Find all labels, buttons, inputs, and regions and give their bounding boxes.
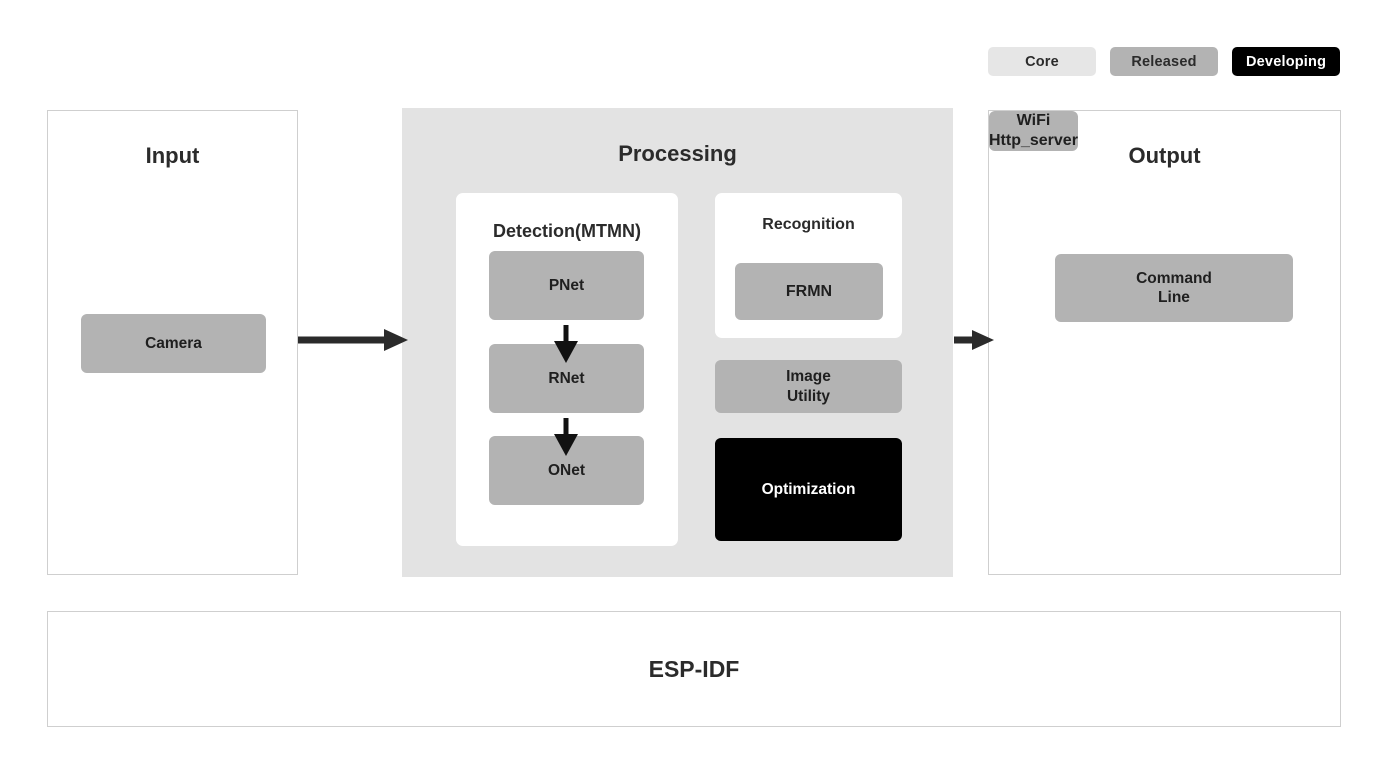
box-camera: Camera [81, 314, 266, 373]
footer-label: ESP-IDF [648, 655, 740, 682]
arrow-rnet-to-onet-icon [554, 418, 578, 456]
box-pnet: PNet [489, 251, 644, 320]
panel-processing-title: Processing [618, 141, 737, 166]
panel-output-title: Output [1128, 143, 1201, 168]
subpanel-recognition: Recognition FRMN [715, 193, 902, 338]
legend: Core Released Developing [988, 47, 1341, 76]
legend-chip-released-label: Released [1131, 53, 1197, 70]
panel-footer-esp-idf: ESP-IDF [47, 611, 1341, 727]
box-frmn: FRMN [735, 263, 883, 320]
panel-input: Input Camera [47, 110, 298, 575]
legend-chip-released: Released [1110, 47, 1218, 76]
legend-chip-developing: Developing [1232, 47, 1341, 76]
subpanel-detection-title: Detection(MTMN) [493, 221, 641, 241]
legend-chip-core: Core [988, 47, 1096, 76]
legend-chip-developing-label: Developing [1246, 53, 1327, 70]
arrow-input-to-processing-icon [298, 329, 408, 351]
panel-processing: Processing Detection(MTMN) PNet RNet ONe… [402, 108, 953, 577]
legend-chip-core-label: Core [1025, 53, 1059, 70]
subpanel-recognition-title: Recognition [762, 216, 855, 233]
box-image-utility: Image Utility [715, 360, 902, 413]
box-command-line: Command Line [1055, 254, 1293, 322]
arrow-processing-to-output-icon [954, 330, 994, 350]
arrow-pnet-to-rnet-icon [554, 325, 578, 363]
panel-input-title: Input [145, 143, 200, 168]
box-optimization: Optimization [715, 438, 902, 541]
box-wifi-http-server: WiFi Http_server [989, 111, 1078, 151]
subpanel-detection: Detection(MTMN) PNet RNet ONet [456, 193, 678, 546]
panel-output: Output Command Line WiFi Http_server [988, 110, 1341, 575]
